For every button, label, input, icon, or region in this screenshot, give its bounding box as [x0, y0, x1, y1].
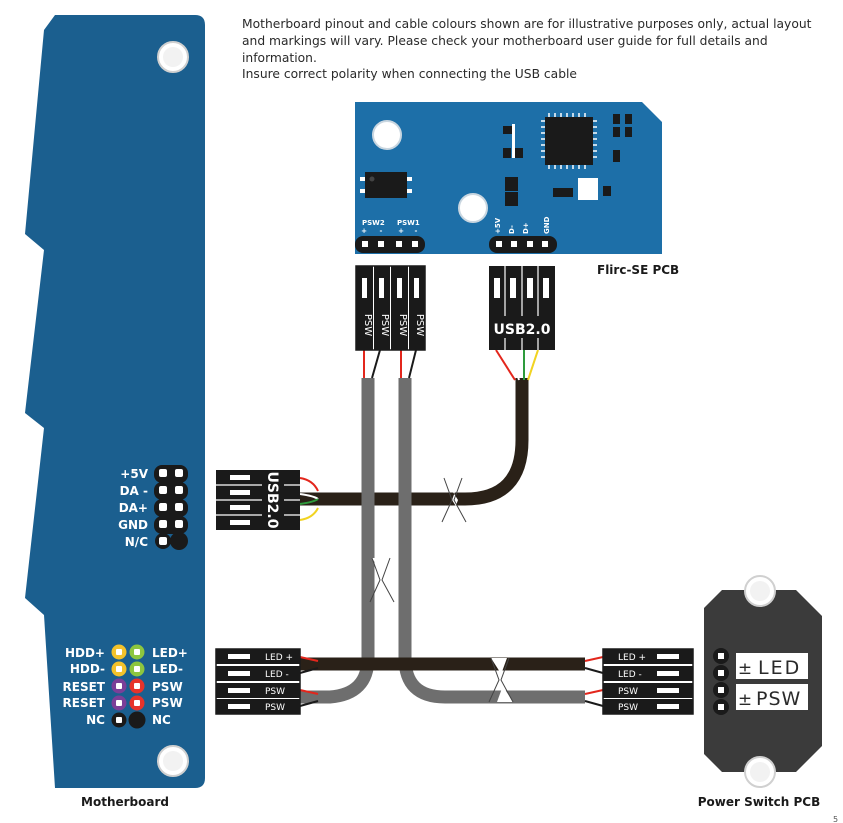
flirc-usb-pin-label: GND: [543, 216, 551, 234]
front-panel-label: PSW: [152, 696, 183, 710]
svg-text:LED -: LED -: [618, 670, 642, 680]
power-switch-pins: [713, 648, 729, 715]
optocoupler-chip: [365, 172, 407, 198]
front-panel-pins: [111, 644, 146, 729]
usb-cable: [300, 378, 529, 506]
psw1-label: PSW1: [397, 219, 420, 227]
page-number: 5: [833, 815, 838, 823]
svg-text:PSW: PSW: [362, 314, 373, 336]
psw-connector: PSW PSW PSW PSW: [355, 265, 426, 351]
front-panel-label: HDD+: [65, 646, 105, 660]
svg-text:LED -: LED -: [265, 670, 289, 680]
front-panel-connector-mb: LED + LED - PSW PSW: [215, 648, 301, 715]
power-switch-board: [704, 590, 822, 772]
motherboard: +5V DA - DA+ GND N/C HDD+: [25, 15, 205, 788]
svg-text:PSW: PSW: [414, 314, 425, 336]
flirc-caption: Flirc-SE PCB: [597, 263, 679, 277]
svg-text:PSW: PSW: [265, 687, 285, 697]
psw2-label: PSW2: [362, 219, 385, 227]
usb-connector-mb: USB2.0: [216, 470, 300, 530]
flirc-header-pins: [355, 236, 557, 253]
svg-text:USB2.0: USB2.0: [494, 322, 551, 338]
psw2-cable: [300, 378, 375, 704]
power-switch-pcb: ± LED ± PSW: [704, 575, 822, 788]
psw-label-box: [736, 684, 808, 710]
svg-text:PSW: PSW: [265, 703, 285, 713]
mount-hole-icon: [458, 193, 488, 223]
svg-text:-: -: [415, 227, 418, 235]
front-panel-label: NC: [152, 713, 171, 727]
svg-text:PSW: PSW: [397, 314, 408, 336]
svg-text:USB2.0: USB2.0: [264, 472, 280, 529]
motherboard-caption: Motherboard: [81, 795, 169, 809]
svg-text:-: -: [380, 227, 383, 235]
front-panel-label: LED+: [152, 646, 188, 660]
svg-text:+: +: [398, 227, 404, 235]
led-label: LED: [758, 657, 801, 679]
flirc-pcb: PSW2 PSW1 + - + - +5V D- D+ GND: [355, 102, 662, 254]
usb-pin-label: DA -: [120, 484, 148, 498]
usb-header-pins: [154, 465, 188, 550]
power-switch-caption: Power Switch PCB: [698, 795, 821, 809]
microcontroller-chip: [545, 117, 593, 165]
psw-label: PSW: [756, 688, 801, 710]
svg-text:+: +: [361, 227, 367, 235]
front-panel-label: PSW: [152, 680, 183, 694]
svg-text:LED +: LED +: [618, 653, 646, 663]
front-panel-label: HDD-: [70, 662, 105, 676]
flirc-usb-pin-label: D-: [508, 225, 516, 234]
led-label-box: [736, 653, 808, 679]
flirc-usb-pin-label: D+: [522, 222, 530, 234]
svg-text:PSW: PSW: [618, 687, 638, 697]
front-panel-label: NC: [86, 713, 105, 727]
mount-hole-icon: [372, 120, 402, 150]
usb-pin-label: N/C: [125, 535, 148, 549]
motherboard-body: [25, 15, 205, 788]
front-panel-label: LED-: [152, 662, 183, 676]
wire-bundles: [299, 349, 604, 707]
psw1-cable: [398, 378, 585, 704]
flirc-usb-pin-label: +5V: [494, 217, 502, 234]
usb-pin-label: +5V: [120, 467, 148, 481]
svg-text:PSW: PSW: [618, 703, 638, 713]
svg-text:±: ±: [738, 690, 752, 710]
svg-text:PSW: PSW: [379, 314, 390, 336]
front-panel-label: RESET: [63, 680, 106, 694]
cables: [300, 378, 585, 704]
disclaimer-note: Motherboard pinout and cable colours sho…: [242, 17, 812, 65]
usb-pin-label: GND: [118, 518, 148, 532]
polarity-note: Insure correct polarity when connecting …: [242, 67, 577, 81]
svg-text:LED +: LED +: [265, 653, 293, 663]
front-panel-label: RESET: [63, 696, 106, 710]
svg-text:±: ±: [738, 659, 752, 679]
front-panel-connector-pcb: LED + LED - PSW PSW: [602, 648, 694, 715]
usb-connector-top: USB2.0: [489, 266, 555, 350]
usb-pin-label: DA+: [119, 501, 148, 515]
